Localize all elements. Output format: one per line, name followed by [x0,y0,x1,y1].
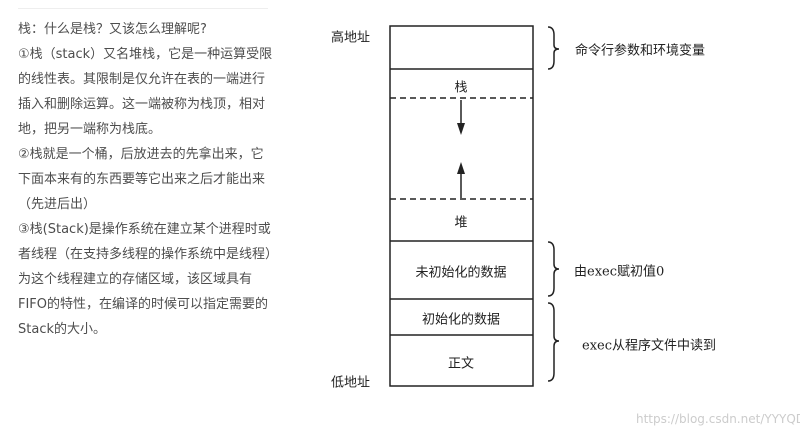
brace-data-text [547,302,560,382]
article-title: 栈：什么是栈？又该怎么理解呢? [18,22,207,37]
paragraph-3: ③栈(Stack)是操作系统在建立某个进程时或者线程（在支持多线程的操作系统中是… [18,222,272,337]
arrow-head-down-icon [457,123,465,135]
bss-annotation: 由exec赋初值0 [574,264,665,280]
data-label: 初始化的数据 [421,312,501,328]
article-text: 栈：什么是栈？又该怎么理解呢? ①栈（stack）又名堆栈，它是一种运算受限的线… [18,17,273,342]
stack-label: 栈 [454,80,468,96]
memory-box [389,25,534,387]
brace-args [547,26,560,70]
text-label: 正文 [447,356,475,372]
read-file-annotation: exec从程序文件中读到 [582,338,716,354]
bss-label: 未初始化的数据 [415,265,507,281]
paragraph-1: ①栈（stack）又名堆栈，它是一种运算受限的线性表。其限制是仅允许在表的一端进… [18,47,273,137]
args-env-annotation: 命令行参数和环境变量 [575,43,706,59]
heap-label: 堆 [454,215,468,231]
arrow-head-up-icon [457,162,465,174]
high-address-label: 高地址 [331,30,371,46]
top-divider [18,8,268,9]
watermark: https://blog.csdn.net/YYYQD [636,412,800,426]
paragraph-2: ②栈就是一个桶，后放进去的先拿出来，它下面本来有的东西要等它出来之后才能出来（先… [18,147,266,212]
brace-bss [547,241,560,297]
low-address-label: 低地址 [331,375,371,391]
